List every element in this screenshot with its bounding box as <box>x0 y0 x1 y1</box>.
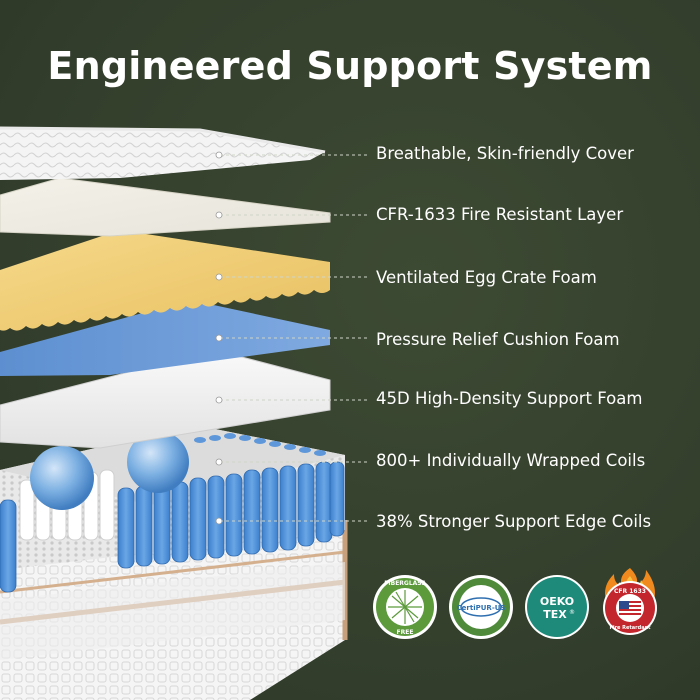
egg-crate-layer <box>0 230 330 331</box>
certipur-us-badge: CertiPUR-US <box>449 575 513 639</box>
cfr-badge-top-text: CFR 1633 <box>614 588 646 595</box>
oeko-badge-bottom-text: TEX <box>543 608 567 621</box>
fiberglass-badge-top-text: FIBERGLASS <box>384 580 425 587</box>
cfr-1633-badge: CFR 1633 Fire Retardant <box>603 568 657 635</box>
layer-label-cushion-foam: Pressure Relief Cushion Foam <box>376 330 620 349</box>
layer-label-fire-resistant: CFR-1633 Fire Resistant Layer <box>376 205 624 224</box>
layer-label-cover: Breathable, Skin-friendly Cover <box>376 144 634 163</box>
cfr-badge-bottom-text: Fire Retardant <box>609 625 651 631</box>
oeko-tex-badge: OEKO TEX ® <box>525 575 589 639</box>
layer-label-coils: 800+ Individually Wrapped Coils <box>376 451 646 470</box>
coil-bed <box>0 425 345 593</box>
fiberglass-badge-bottom-text: FREE <box>397 629 414 636</box>
cushion-foam-layer <box>0 300 330 376</box>
certipur-badge-text: CertiPUR-US <box>457 604 506 612</box>
fire-resistant-layer <box>0 177 331 237</box>
layer-label-egg-crate: Ventilated Egg Crate Foam <box>376 268 597 287</box>
page-title: Engineered Support System <box>47 44 653 88</box>
layer-label-edge-coils: 38% Stronger Support Edge Coils <box>376 512 652 531</box>
oeko-badge-top-text: OEKO <box>540 595 574 608</box>
cover-layer <box>0 128 325 180</box>
fiberglass-free-badge: FIBERGLASS FREE <box>373 575 437 639</box>
oeko-badge-mark: ® <box>569 609 575 616</box>
layer-label-support-foam: 45D High-Density Support Foam <box>376 389 643 408</box>
